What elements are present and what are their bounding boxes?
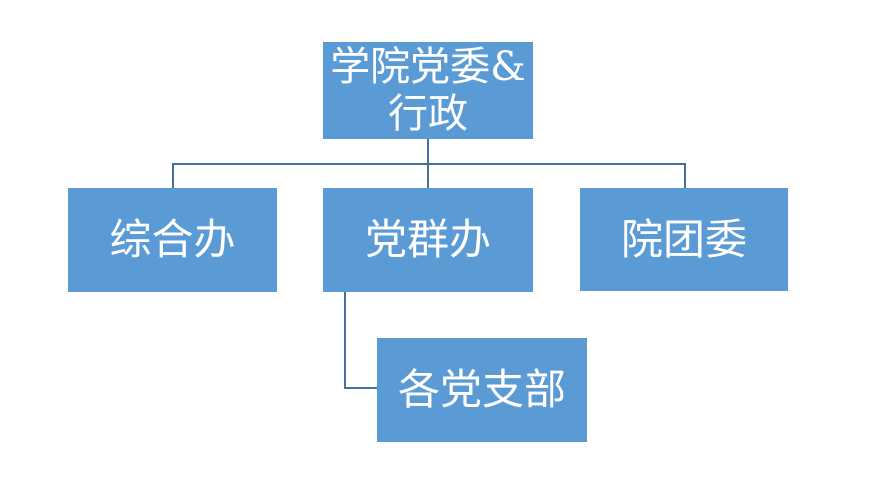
connector-grandchild-vertical [344,292,346,389]
node-party-mass-office: 党群办 [323,188,533,292]
node-label: 综合办 [109,215,236,265]
connector-drop-right-child [684,163,686,188]
connector-drop-left-child [172,163,174,188]
node-general-office: 综合办 [68,188,277,292]
connector-root-stem [427,139,429,165]
connector-grandchild-elbow [344,387,377,389]
node-label: 院团委 [620,214,747,264]
node-youth-league-committee: 院团委 [580,188,788,291]
node-label: 各党支部 [397,365,566,415]
node-label: 党群办 [364,215,491,265]
node-party-branches: 各党支部 [377,338,587,442]
connector-horizontal-bus [172,163,686,165]
connector-drop-middle-child [427,163,429,188]
node-college-party-committee-admin: 学院党委& 行政 [323,42,533,139]
node-label: 学院党委& 行政 [330,43,526,137]
